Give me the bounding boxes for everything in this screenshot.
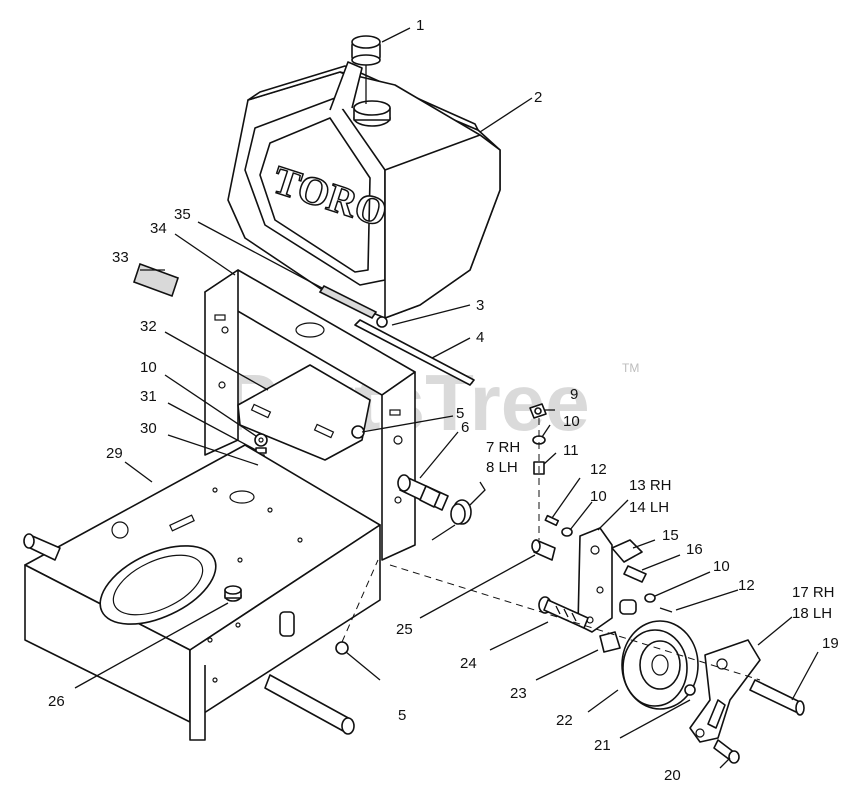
- callout-10-d: 10: [140, 359, 157, 376]
- callout-24: 24: [460, 655, 477, 672]
- leader-lines: [74, 27, 819, 769]
- callout-10-c: 10: [713, 558, 730, 575]
- carriage-bolt: [538, 596, 589, 629]
- callout-34: 34: [150, 220, 167, 237]
- callout-32: 32: [140, 318, 157, 335]
- spacer-bushing: [279, 611, 295, 637]
- watermark-tm: TM: [622, 361, 639, 375]
- hose-clamp: [376, 316, 388, 328]
- callout-3: 3: [476, 297, 484, 314]
- callout-1: 1: [416, 17, 424, 34]
- callout-16: 16: [686, 541, 703, 558]
- tank-support-bracket: [204, 269, 416, 561]
- pulley-nut: [684, 684, 696, 696]
- callout-20: 20: [664, 767, 681, 784]
- torsion-spring: [431, 481, 486, 541]
- callout-13-rh: 13 RH: [629, 477, 672, 494]
- callout-9: 9: [570, 386, 578, 403]
- callout-18-lh: 18 LH: [792, 605, 832, 622]
- callout-14-lh: 14 LH: [629, 499, 669, 516]
- callout-17-rh: 17 RH: [792, 584, 835, 601]
- callout-12-b: 12: [738, 577, 755, 594]
- callout-2: 2: [534, 89, 542, 106]
- pin-washer: [644, 593, 656, 603]
- callout-30: 30: [140, 420, 157, 437]
- fuel-tank: TORO: [227, 61, 501, 319]
- callout-5-lower: 5: [398, 707, 406, 724]
- callout-10-b: 10: [590, 488, 607, 505]
- pivot-pin: [623, 565, 647, 583]
- callout-19: 19: [822, 635, 839, 652]
- callout-35: 35: [174, 206, 191, 223]
- arm-spacer: [619, 599, 637, 615]
- callout-29: 29: [106, 445, 123, 462]
- callout-labels: 1 2 3 4 5 5 6 7 RH 8 LH 9 10 10 10 11 12…: [48, 17, 839, 784]
- callout-31: 31: [140, 388, 157, 405]
- hardware-stack: [529, 403, 573, 540]
- callout-8-lh: 8 LH: [486, 459, 518, 476]
- bracket-screw: [713, 739, 740, 764]
- callout-23: 23: [510, 685, 527, 702]
- callout-4: 4: [476, 329, 484, 346]
- callout-11: 11: [563, 442, 579, 459]
- callout-22: 22: [556, 712, 573, 729]
- lock-washer-left: [255, 447, 267, 454]
- control-plate: [237, 364, 371, 461]
- callout-10-a: 10: [563, 413, 580, 430]
- pulley-spacer: [599, 631, 621, 653]
- idler-pulley: [621, 620, 699, 710]
- tank-strap: [354, 319, 475, 386]
- decal: [132, 262, 180, 298]
- fuel-cap: [351, 35, 381, 104]
- callout-26: 26: [48, 693, 65, 710]
- pivot-bolt: [749, 679, 805, 716]
- bushings: [397, 474, 449, 511]
- fuel-line: [318, 284, 378, 320]
- pivot-block: [611, 539, 643, 563]
- callout-25: 25: [396, 621, 413, 638]
- callout-12-a: 12: [590, 461, 607, 478]
- callout-33: 33: [112, 249, 129, 266]
- callout-6: 6: [461, 419, 469, 436]
- rear-rod: [264, 674, 353, 733]
- callout-21: 21: [594, 737, 611, 754]
- callout-7-rh: 7 RH: [486, 439, 520, 456]
- idler-bracket: [689, 639, 761, 743]
- callout-15: 15: [662, 527, 679, 544]
- callout-5-upper: 5: [456, 405, 464, 422]
- deck-frame: [24, 444, 381, 741]
